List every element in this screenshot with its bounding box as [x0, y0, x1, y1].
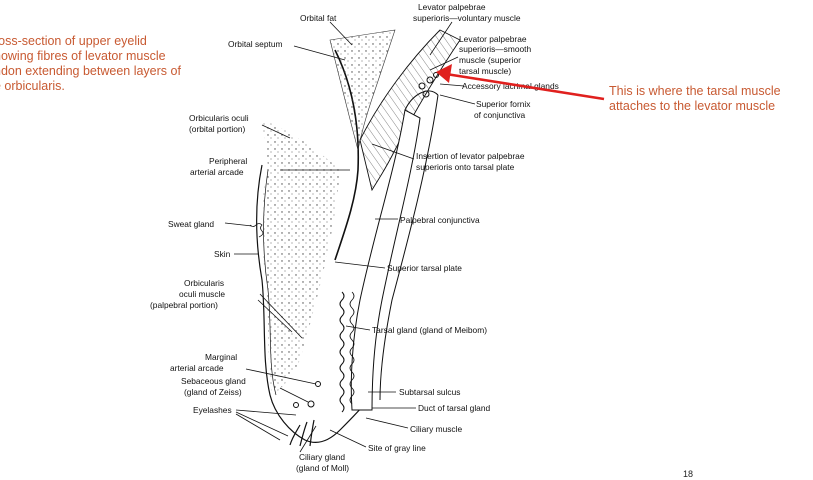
- fornix-curve: [404, 90, 439, 111]
- tarsal-muscle-annotation: This is where the tarsal muscle attaches…: [609, 84, 781, 114]
- page-number: 18: [683, 469, 694, 479]
- annotation-line-2: attaches to the levator muscle: [609, 99, 776, 113]
- label-insertion-2: superioris onto tarsal plate: [416, 162, 515, 172]
- label-accessory-lacrimal: Accessory lacrimal glands: [462, 81, 559, 91]
- label-superior-fornix-2: of conjunctiva: [474, 110, 526, 120]
- label-sebaceous-2: (gland of Zeiss): [184, 387, 242, 397]
- label-orbicularis-palpebral-3: (palpebral portion): [150, 300, 218, 310]
- eyelashes: [289, 419, 315, 447]
- label-peripheral-arcade-2: arterial arcade: [190, 167, 244, 177]
- label-sebaceous-1: Sebaceous gland: [181, 376, 246, 386]
- label-orbicularis-palpebral-2: oculi muscle: [179, 289, 225, 299]
- label-marginal-arcade-2: arterial arcade: [170, 363, 224, 373]
- label-insertion-1: Insertion of levator palpebrae: [416, 151, 525, 161]
- label-superior-fornix-1: Superior fornix: [476, 99, 531, 109]
- label-lps-smooth-3: muscle (superior: [459, 55, 521, 65]
- orbital-fat-region: [329, 29, 396, 151]
- label-duct-tarsal: Duct of tarsal gland: [418, 403, 490, 413]
- label-orbital-fat: Orbital fat: [300, 13, 337, 23]
- label-ciliary-gland-2: (gland of Moll): [296, 463, 349, 473]
- tarsal-gland-inner: [349, 291, 355, 405]
- caption-line-3: ndon extending between layers of: [0, 64, 181, 78]
- label-orbital-septum: Orbital septum: [228, 39, 282, 49]
- label-lps-smooth-4: tarsal muscle): [459, 66, 511, 76]
- marginal-arcade: [293, 381, 321, 408]
- label-eyelashes: Eyelashes: [193, 405, 232, 415]
- label-subtarsal-sulcus: Subtarsal sulcus: [399, 387, 460, 397]
- label-superior-tarsal-plate: Superior tarsal plate: [387, 263, 462, 273]
- label-tarsal-gland: Tarsal gland (gland of Meibom): [372, 325, 487, 335]
- label-orbicularis-orbital-1: Orbicularis oculi: [189, 113, 249, 123]
- label-lps-voluntary-2: superioris—voluntary muscle: [413, 13, 521, 23]
- eyelid-skin-outline: [256, 164, 369, 443]
- label-sweat-gland: Sweat gland: [168, 219, 214, 229]
- tarsal-plate: [350, 109, 421, 411]
- label-orbicularis-palpebral-1: Orbicularis: [184, 278, 224, 288]
- caption-line-1: ross-section of upper eyelid: [0, 34, 147, 48]
- caption-line-2: howing fibres of levator muscle: [0, 49, 166, 63]
- slide-caption: ross-section of upper eyelid howing fibr…: [0, 34, 234, 94]
- orbicularis-muscle-region: [261, 120, 340, 395]
- tarsal-gland: [339, 291, 345, 413]
- annotation-arrow: [436, 64, 605, 101]
- label-peripheral-arcade-1: Peripheral: [209, 156, 247, 166]
- label-ciliary-muscle: Ciliary muscle: [410, 424, 462, 434]
- sweat-gland: [249, 223, 264, 238]
- accessory-lacrimal-glands: [418, 72, 439, 98]
- label-lps-smooth-2: superioris—smooth: [459, 44, 531, 54]
- label-marginal-arcade-1: Marginal: [205, 352, 237, 362]
- caption-line-4: e orbicularis.: [0, 79, 65, 93]
- label-skin: Skin: [214, 249, 231, 259]
- label-ciliary-gland-1: Ciliary gland: [299, 452, 345, 462]
- label-lps-voluntary-1: Levator palpebrae: [418, 2, 486, 12]
- conjunctiva-line: [379, 94, 439, 401]
- leader-lines: [224, 21, 476, 453]
- label-gray-line: Site of gray line: [368, 443, 426, 453]
- label-orbicularis-orbital-2: (orbital portion): [189, 124, 246, 134]
- label-lps-smooth-1: Levator palpebrae: [459, 34, 527, 44]
- annotation-line-1: This is where the tarsal muscle: [609, 84, 781, 98]
- label-palpebral-conjunctiva: Palpebral conjunctiva: [400, 215, 480, 225]
